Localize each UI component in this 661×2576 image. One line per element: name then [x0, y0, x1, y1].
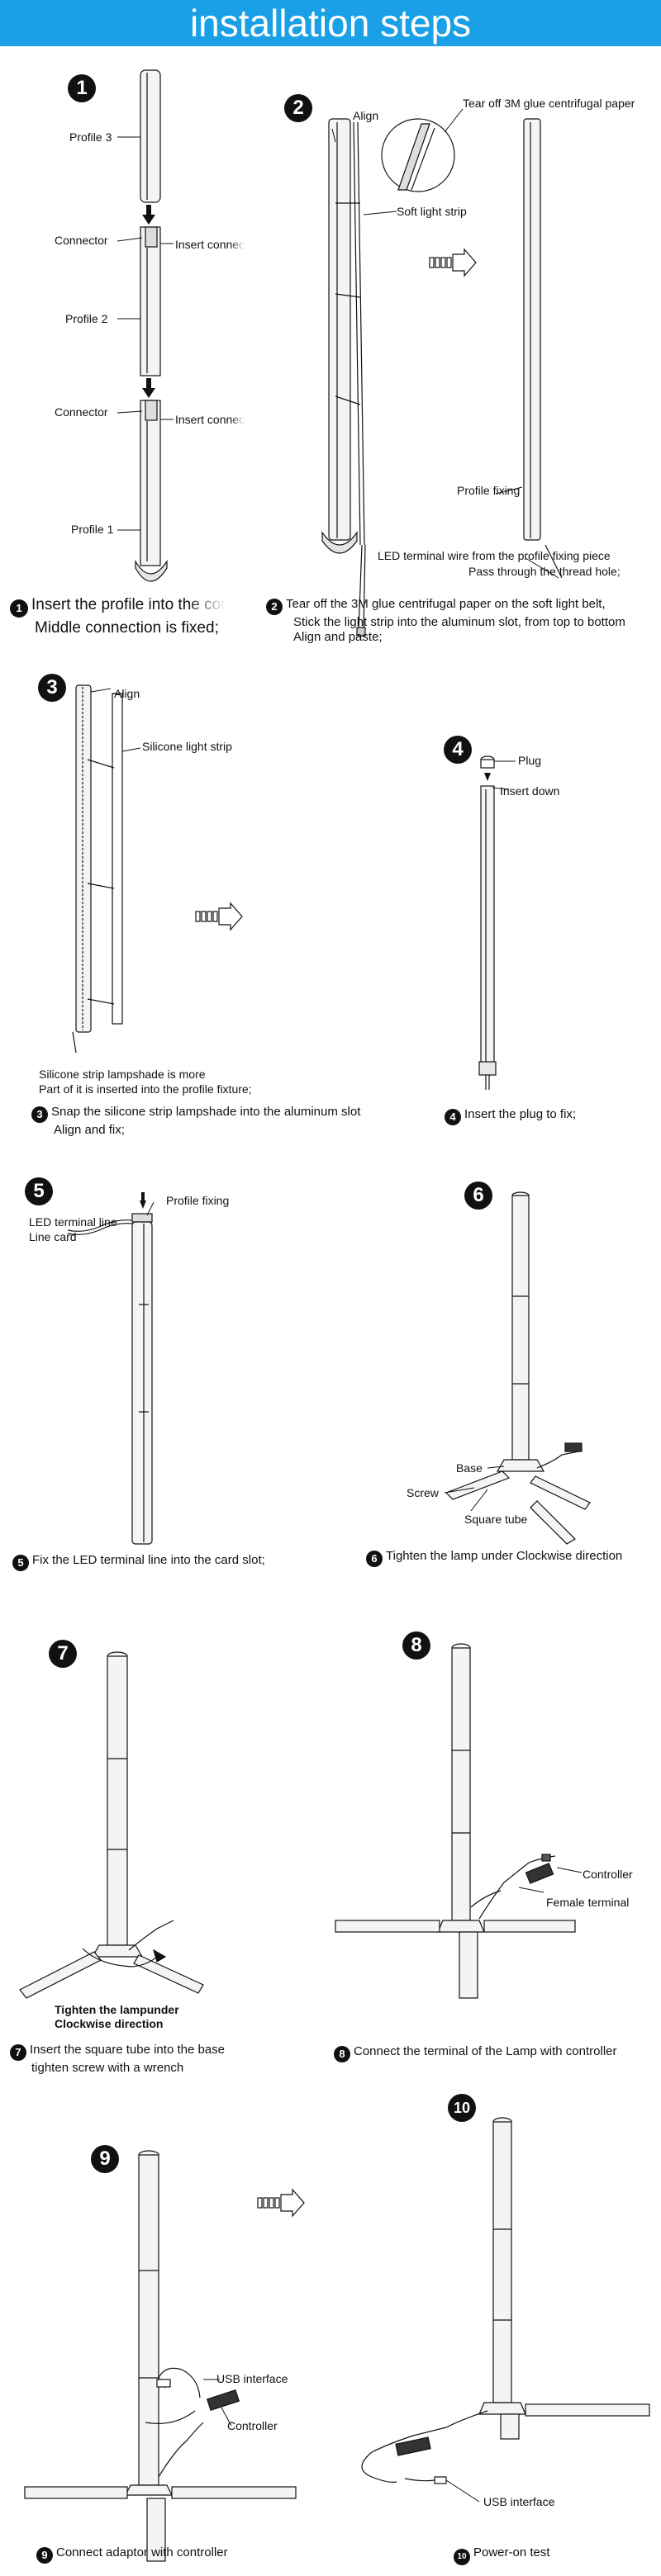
step-7-caption-number: 7	[10, 2044, 26, 2061]
step-10-caption-line-1: Power-on test	[473, 2545, 550, 2559]
step-9-label-controller: Controller	[227, 2419, 278, 2432]
step-2-caption-line-2: Stick the light strip into the aluminum …	[293, 615, 625, 629]
step-1-caption-line-2: Middle connection is fixed;	[35, 619, 219, 637]
step-2-caption-line-1: Tear off the 3M glue centrifugal paper o…	[286, 597, 606, 611]
step-4-illustration	[478, 755, 516, 1090]
step-2-caption-number: 2	[266, 599, 283, 615]
step-8-caption-number: 8	[334, 2046, 350, 2062]
step-6-label-screw: Screw	[407, 1486, 439, 1499]
step-4-label-insert-down: Insert down	[500, 784, 560, 798]
step-1-label-connector-top: Connector	[55, 234, 108, 247]
step-6-number: 6	[464, 1181, 492, 1210]
step-9-label-usb: USB interface	[216, 2372, 288, 2385]
step-3-caption-line-2: Align and fix;	[54, 1123, 125, 1137]
step-1-label-profile-2: Profile 2	[65, 312, 108, 325]
step-8-caption-line-1: Connect the terminal of the Lamp with co…	[354, 2044, 617, 2058]
step-7-number: 7	[49, 1640, 77, 1668]
step-1-caption-line-1: Insert the profile into the cor	[31, 596, 226, 613]
step-8-label-controller: Controller	[583, 1868, 633, 1881]
step-7-caption-line-1: Insert the square tube into the base	[30, 2043, 225, 2057]
step-10-number: 10	[448, 2094, 476, 2122]
step-8-caption: 8 Connect the terminal of the Lamp with c…	[334, 2044, 656, 2062]
step-1-label-profile-1: Profile 1	[71, 523, 114, 536]
step-1-caption-number: 1	[10, 599, 28, 618]
step-5-label-line-card: Line card	[29, 1230, 77, 1243]
step-6-caption-number: 6	[366, 1551, 383, 1567]
step-3-caption-line-1: Snap the silicone strip lampshade into t…	[51, 1105, 361, 1119]
step-10-caption-number: 10	[454, 2549, 470, 2565]
step-1-label-insert-top: Insert connec	[175, 238, 245, 251]
step-1-number: 1	[68, 74, 96, 102]
step-5-label-profile-fixing: Profile fixing	[166, 1194, 230, 1207]
step-3-number: 3	[38, 674, 66, 702]
step-9-illustration	[24, 2150, 305, 2562]
step-9-caption-line-1: Connect adaptor with controller	[56, 2545, 228, 2559]
step-2-label-soft-strip: Soft light strip	[397, 205, 467, 218]
step-4-caption-line-1: Insert the plug to fix;	[464, 1107, 577, 1121]
step-4-number: 4	[444, 736, 472, 764]
step-2-label-wire-1: LED terminal wire from the profile fixin…	[378, 549, 611, 562]
step-2-label-wire-2: Pass through the thread hole;	[468, 565, 621, 578]
step-7-label-tighten-2: Clockwise direction	[55, 2017, 164, 2030]
step-3-label-note-2: Part of it is inserted into the profile …	[39, 1082, 252, 1096]
step-8-number: 8	[402, 1631, 430, 1660]
step-7-illustration	[19, 1651, 204, 1999]
step-4-label-plug: Plug	[518, 754, 542, 767]
step-3-label-note-1: Silicone strip lampshade is more	[39, 1068, 206, 1081]
step-3-label-align: Align	[114, 687, 140, 700]
step-2-label-profile-fixing: Profile fixing	[457, 484, 521, 497]
step-7-caption-line-2: tighten screw with a wrench	[31, 2061, 184, 2075]
step-10-illustration	[361, 2117, 650, 2503]
step-2-illustration	[321, 108, 563, 637]
step-7-label-tighten-1: Tighten the lampunder	[55, 2003, 179, 2016]
step-1-label-profile-3: Profile 3	[69, 130, 112, 144]
step-5-label-terminal-line: LED terminal line	[29, 1215, 117, 1229]
page-title: installation steps	[0, 0, 661, 46]
step-2-caption-line-3: Align and paste;	[293, 630, 383, 644]
step-6-illustration	[444, 1191, 591, 1545]
step-2-label-align: Align	[353, 109, 379, 122]
step-2-number: 2	[284, 94, 312, 122]
step-5-caption-line-1: Fix the LED terminal line into the card …	[32, 1553, 265, 1567]
step-4-caption-number: 4	[445, 1109, 461, 1125]
step-9-caption-number: 9	[36, 2547, 53, 2564]
step-8-label-female-terminal: Female terminal	[546, 1896, 630, 1909]
step-3-label-silicone-strip: Silicone light strip	[142, 740, 232, 753]
step-1-illustration	[117, 69, 174, 582]
step-8-illustration	[335, 1643, 583, 1999]
step-6-label-base: Base	[456, 1461, 483, 1475]
step-1-label-connector-bottom: Connector	[55, 405, 108, 419]
step-5-number: 5	[25, 1177, 53, 1205]
step-10-label-usb: USB interface	[483, 2495, 555, 2508]
step-1-label-insert-bottom: Insert connec	[175, 413, 245, 426]
step-3-caption-number: 3	[31, 1106, 48, 1123]
step-7-caption: 7 Insert the square tube into the base ti…	[10, 2043, 283, 2076]
step-9-number: 9	[91, 2145, 119, 2173]
step-6-caption-line-1: Tighten the lamp under Clockwise directi…	[386, 1549, 623, 1563]
step-3-illustration	[72, 684, 243, 1054]
step-5-illustration	[67, 1192, 155, 1545]
step-6-label-square-tube: Square tube	[464, 1513, 528, 1526]
step-5-caption-number: 5	[12, 1555, 29, 1571]
step-2-label-tear: Tear off 3M glue centrifugal paper	[463, 97, 635, 110]
